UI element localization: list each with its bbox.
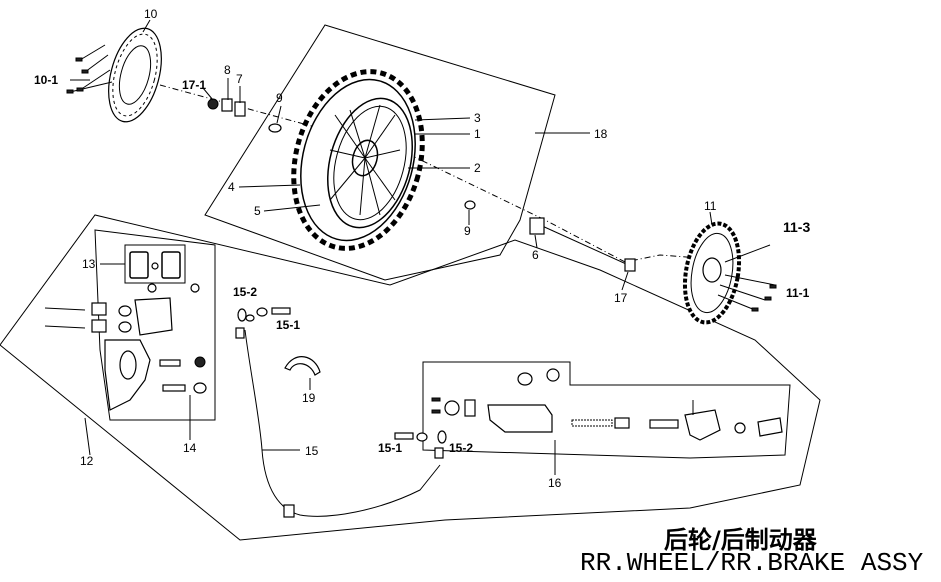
label-11-1: 11-1 [786, 286, 810, 300]
axle-collar [529, 217, 545, 235]
brake-assy-outline [0, 214, 821, 541]
label-8: 8 [224, 63, 231, 77]
rear-sprocket [682, 221, 777, 325]
label-15-1b: 15-1 [378, 441, 402, 455]
label-19: 19 [302, 391, 316, 405]
label-16: 16 [548, 476, 562, 490]
label-11: 11 [704, 199, 717, 213]
label-9b: 9 [464, 224, 471, 238]
master-cylinder-box-outline [422, 361, 791, 459]
brake-hose [235, 307, 447, 518]
label-15-2a: 15-2 [233, 285, 257, 299]
brake-pads [124, 244, 186, 284]
label-17-1: 17-1 [182, 78, 206, 92]
label-3: 3 [474, 111, 481, 125]
label-17: 17 [614, 291, 628, 305]
label-15-1a: 15-1 [276, 318, 300, 332]
rear-wheel [291, 69, 425, 251]
label-2: 2 [474, 161, 481, 175]
label-7: 7 [236, 72, 243, 86]
label-14: 14 [183, 441, 197, 455]
label-9a: 9 [276, 91, 283, 105]
label-13: 13 [82, 257, 96, 271]
title-chinese: 后轮/后制动器 [664, 526, 817, 554]
brake-disc [66, 27, 162, 123]
brake-caliper [44, 283, 207, 411]
rear-master-cylinder [431, 368, 783, 441]
label-11-3: 11-3 [783, 219, 810, 235]
label-4: 4 [228, 180, 235, 194]
label-12: 12 [80, 454, 94, 468]
label-10-1: 10-1 [34, 73, 58, 87]
label-1: 1 [474, 127, 481, 141]
label-10: 10 [144, 7, 158, 21]
label-5: 5 [254, 204, 261, 218]
label-6: 6 [532, 248, 539, 262]
label-18: 18 [594, 127, 608, 141]
label-15: 15 [305, 444, 319, 458]
title-english: RR.WHEEL/RR.BRAKE ASSY [580, 548, 924, 578]
label-15-2b: 15-2 [449, 441, 473, 455]
hose-clip [284, 356, 321, 376]
wheel-assy-outline [204, 24, 556, 281]
